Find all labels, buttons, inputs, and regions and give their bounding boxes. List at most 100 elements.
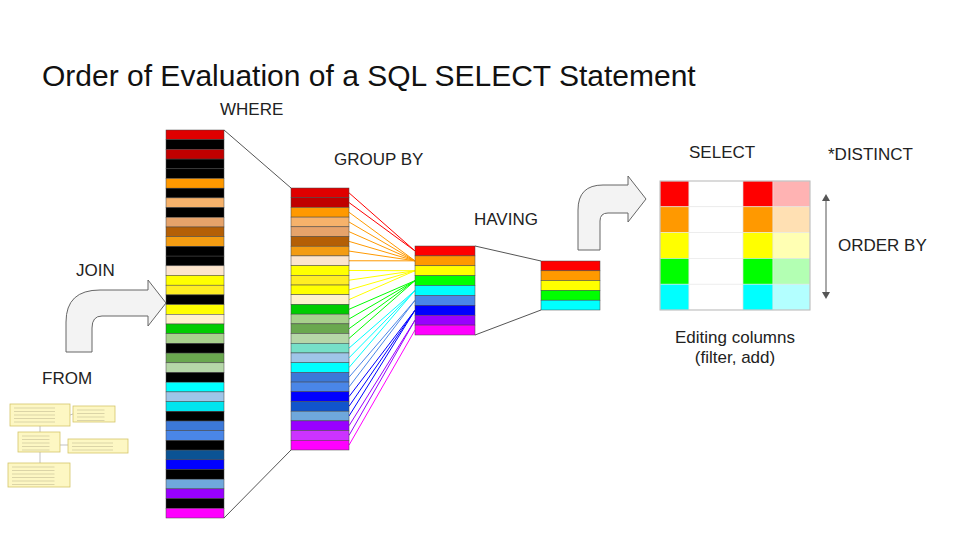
group-line [349, 320, 415, 435]
table-cell [743, 207, 773, 233]
row-band [541, 281, 600, 291]
schema-row [12, 467, 55, 468]
group-line [349, 300, 415, 377]
schema-table [73, 406, 115, 422]
row-band [291, 227, 349, 237]
schema-row [22, 439, 50, 440]
row-band [291, 421, 349, 431]
row-band [291, 401, 349, 411]
row-band [166, 363, 224, 373]
table-cell [689, 233, 743, 259]
group-line [349, 232, 415, 261]
row-band [291, 285, 349, 295]
schema-table [10, 404, 70, 426]
table-cell [773, 181, 810, 207]
row-band [166, 421, 224, 431]
row-band [541, 271, 600, 281]
schema-link [40, 452, 41, 463]
row-band [166, 499, 224, 509]
table-cell [660, 181, 689, 207]
clause-label: WHERE [220, 100, 283, 120]
table-cell [689, 181, 743, 207]
schema-link [60, 445, 68, 446]
row-band [415, 295, 475, 305]
schema-table [68, 439, 128, 453]
clause-label: FROM [42, 369, 92, 389]
row-band [166, 208, 224, 218]
schema-row [12, 477, 55, 478]
row-band [541, 261, 600, 271]
row-band [291, 353, 349, 363]
schema-link [40, 426, 41, 432]
schema-row [12, 484, 55, 485]
schema-row [14, 408, 55, 409]
row-band [166, 479, 224, 489]
group-line [349, 310, 415, 406]
group-line [349, 271, 415, 290]
row-band [166, 440, 224, 450]
row-band [166, 411, 224, 421]
schema-row [14, 411, 55, 412]
row-band [291, 246, 349, 256]
row-band [291, 275, 349, 285]
row-band [291, 324, 349, 334]
schema-row [12, 470, 55, 471]
group-line [349, 291, 415, 368]
row-band [291, 411, 349, 421]
row-band [166, 256, 224, 266]
row-band [166, 305, 224, 315]
table-cell [773, 207, 810, 233]
schema-link [70, 414, 73, 415]
schema-table [8, 463, 70, 487]
clause-label: GROUP BY [334, 150, 423, 170]
row-band [166, 285, 224, 295]
row-band [166, 140, 224, 150]
schema-illustration [8, 404, 128, 487]
schema-row [77, 410, 105, 411]
join-arrow [66, 280, 166, 352]
schema-row [22, 450, 50, 451]
table-cell [773, 284, 810, 310]
row-band [291, 207, 349, 217]
funnel-line [475, 310, 541, 335]
result-table [660, 181, 810, 310]
schema-row [22, 443, 50, 444]
schema-row [12, 474, 55, 475]
row-band [291, 334, 349, 344]
schema-row [77, 420, 105, 421]
table-cell [743, 181, 773, 207]
row-band [166, 382, 224, 392]
row-band [291, 266, 349, 276]
row-band [166, 343, 224, 353]
row-band [541, 290, 600, 300]
row-band [291, 372, 349, 382]
schema-row [72, 450, 113, 451]
group-line [349, 310, 415, 396]
arrow-head [822, 292, 830, 299]
row-band [166, 508, 224, 518]
row-band [166, 373, 224, 383]
clause-label: ORDER BY [838, 236, 927, 256]
row-band [291, 343, 349, 353]
table-cell [689, 258, 743, 284]
row-band [291, 237, 349, 247]
row-band [291, 256, 349, 266]
row-band [166, 314, 224, 324]
schema-row [14, 415, 55, 416]
row-band [166, 159, 224, 169]
row-band [166, 470, 224, 480]
row-band [291, 304, 349, 314]
select-arrow [578, 176, 646, 250]
schema-row [77, 417, 105, 418]
group-line [349, 320, 415, 426]
row-band [291, 295, 349, 305]
row-band [541, 300, 600, 310]
group-line [349, 203, 415, 251]
funnel-lines [224, 130, 541, 518]
joined-rows [166, 130, 224, 518]
table-cell [773, 233, 810, 259]
row-band [166, 217, 224, 227]
row-band [166, 149, 224, 159]
row-band [291, 382, 349, 392]
caption-note: Editing columns (filter, add) [665, 328, 805, 369]
